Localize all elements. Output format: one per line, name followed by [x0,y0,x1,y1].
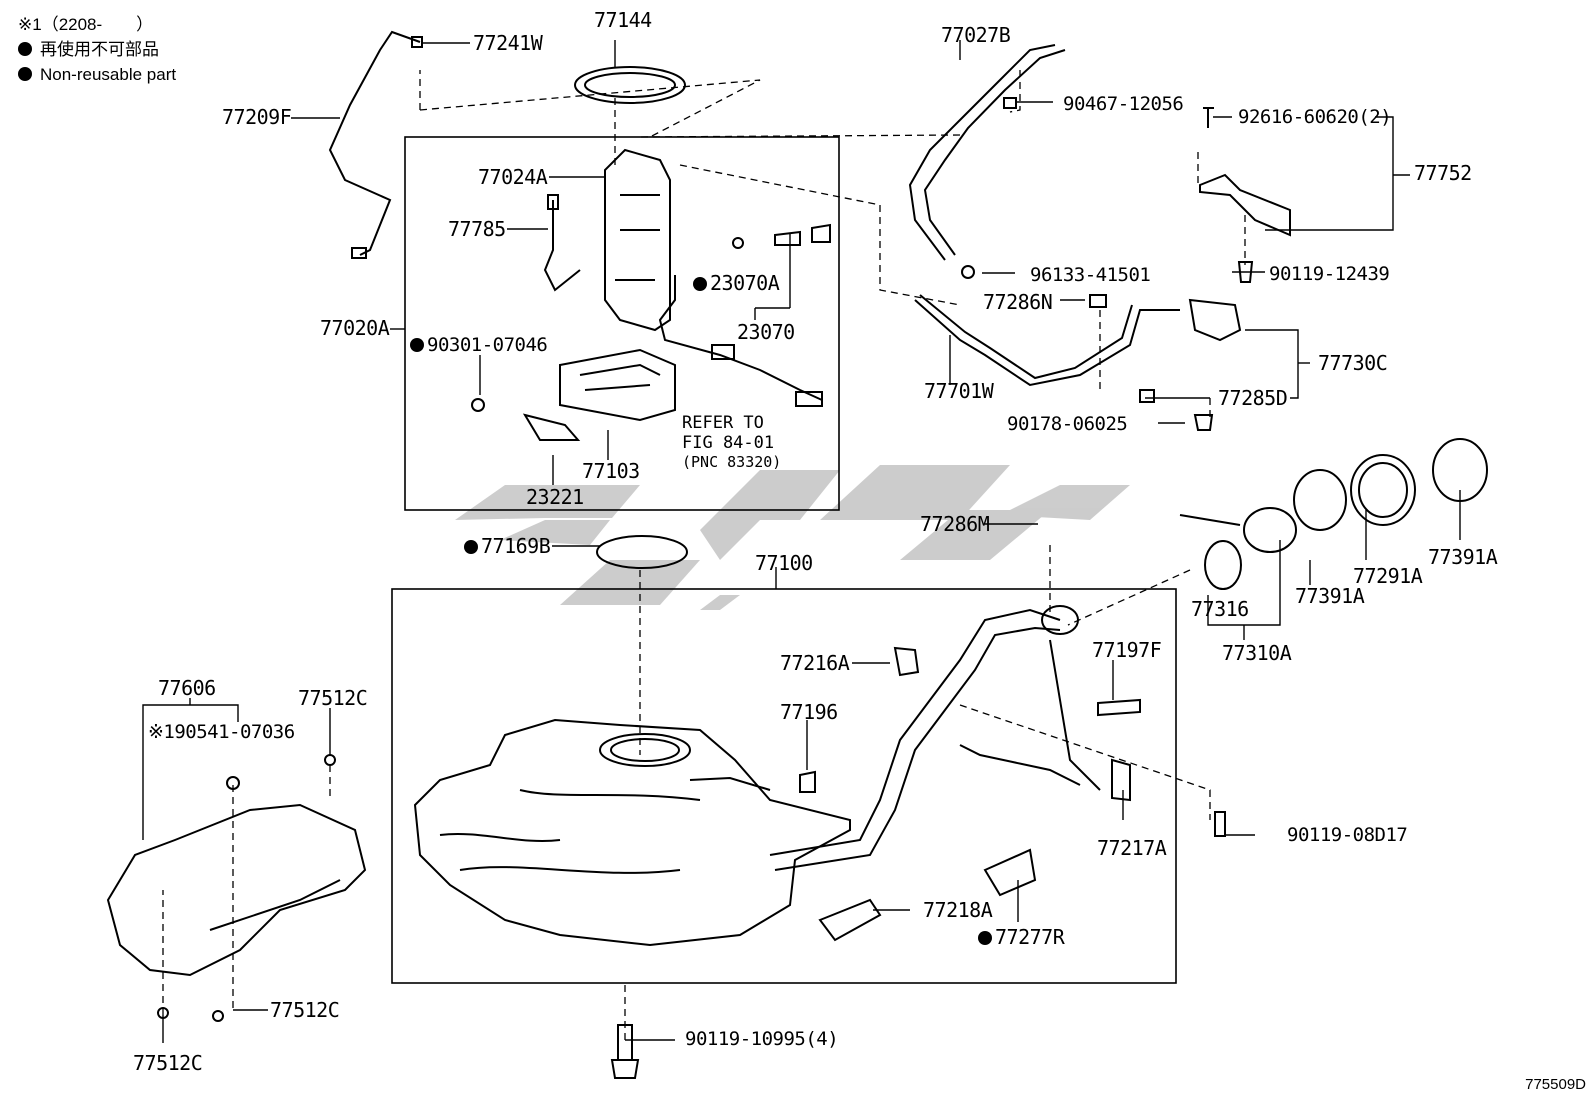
filter-77103 [559,348,676,422]
label-77291A[interactable]: 77291A [1353,564,1423,588]
canister-valve-77730C [1188,298,1242,342]
gasket-77169B [596,535,688,569]
label-77752[interactable]: 77752 [1414,161,1472,185]
label-190541-07036[interactable]: ※190541-07036 [148,721,295,743]
label-23070[interactable]: 23070 [737,320,795,344]
label-77391A-b[interactable]: 77391A [1428,545,1498,569]
gasket-77391A [1293,469,1347,531]
vent-tube-77209F [328,30,421,256]
label-77286M[interactable]: 77286M [920,512,990,536]
label-77217A[interactable]: 77217A [1097,836,1167,860]
bullet-icon [18,42,32,56]
label-77197F[interactable]: 77197F [1092,638,1162,662]
label-90178-06025[interactable]: 90178-06025 [1007,413,1128,435]
label-77701W[interactable]: 77701W [924,379,994,403]
label-77169B[interactable]: 77169B [464,536,551,556]
bracket-77752 [1199,173,1291,237]
label-77512C-b[interactable]: 77512C [270,998,340,1022]
label-23070A[interactable]: 23070A [693,273,780,293]
label-77024A[interactable]: 77024A [478,165,548,189]
label-77196[interactable]: 77196 [780,700,838,724]
label-77216A[interactable]: 77216A [780,651,850,675]
watermark-logo [455,465,1130,610]
dashed-leaders [162,70,1246,1040]
label-77218A[interactable]: 77218A [923,898,993,922]
sender-wire [658,275,823,401]
tube-connector [351,247,367,259]
bullet-icon [18,67,32,81]
label-90119-10995[interactable]: 90119-10995(4) [685,1028,839,1050]
breather-tube [1049,639,1101,791]
fuel-tank-77100 [413,718,851,947]
label-92616-60620[interactable]: 92616-60620(2) [1238,106,1392,128]
label-23221[interactable]: 23221 [526,485,584,509]
label-77310A[interactable]: 77310A [1222,641,1292,665]
hose-77701W [914,299,1180,387]
refer-note: REFER TO FIG 84-01 (PNC 83320) [682,413,782,473]
refer-line3[interactable]: (PNC 83320) [682,453,782,472]
housing-77291A [1350,454,1416,526]
label-77730C[interactable]: 77730C [1318,351,1388,375]
label-77512C-c[interactable]: 77512C [133,1051,203,1075]
gasket-77391A-b [1432,438,1488,502]
label-90467-12056[interactable]: 90467-12056 [1063,93,1184,115]
fuel-pump-23221 [522,413,581,441]
bolt-90119-10995 [617,1024,633,1061]
pump-harness-77785 [543,200,581,292]
label-77020A[interactable]: 77020A [320,316,390,340]
label-77209F[interactable]: 77209F [222,105,292,129]
fuel-cap [1243,507,1297,553]
filler-pipe [769,608,1061,856]
legend-en-text: Non-reusable part [40,65,177,84]
label-77241W[interactable]: 77241W [473,31,543,55]
tank-protector-77606 [106,803,367,977]
label-77144[interactable]: 77144 [594,8,652,32]
label-77027B[interactable]: 77027B [941,23,1011,47]
fuel-pump-module-77024A [604,148,671,332]
legend-en: Non-reusable part [18,66,176,83]
tank-assembly-frame [391,588,1177,984]
label-77785[interactable]: 77785 [448,217,506,241]
label-77285D[interactable]: 77285D [1218,386,1288,410]
label-90119-08D17[interactable]: 90119-08D17 [1287,824,1408,846]
legend-jp-text: 再使用不可部品 [40,40,159,59]
legend-jp: 再使用不可部品 [18,41,159,58]
frames [391,136,1177,984]
label-77286N[interactable]: 77286N [983,290,1053,314]
pump-assembly-frame [404,136,840,511]
tube-end [411,36,423,48]
label-90119-12439[interactable]: 90119-12439 [1269,263,1390,285]
refer-line2: FIG 84-01 [682,432,775,453]
label-77512C[interactable]: 77512C [298,686,368,710]
label-77103[interactable]: 77103 [582,459,640,483]
o-ring [732,237,744,249]
clamp-77277R [983,848,1037,897]
ring-77316 [1204,540,1242,590]
retainer-ring-77144 [574,66,686,104]
protector-77218A [818,898,882,942]
part-sketches [106,30,1488,1079]
figure-code: 775509D [1525,1076,1586,1093]
label-77391A[interactable]: 77391A [1295,584,1365,608]
label-77277R[interactable]: 77277R [978,927,1065,947]
solid-leaders [142,40,1461,1043]
label-77100[interactable]: 77100 [755,551,813,575]
refer-line1: REFER TO [682,413,764,433]
label-77606[interactable]: 77606 [158,676,216,700]
label-96133-41501[interactable]: 96133-41501 [1030,264,1151,286]
hose-77027B [908,44,1056,261]
label-77316[interactable]: 77316 [1191,597,1249,621]
legend-note: ※1（2208- ） [18,15,154,34]
label-90301-07046[interactable]: 90301-07046 [410,336,548,355]
